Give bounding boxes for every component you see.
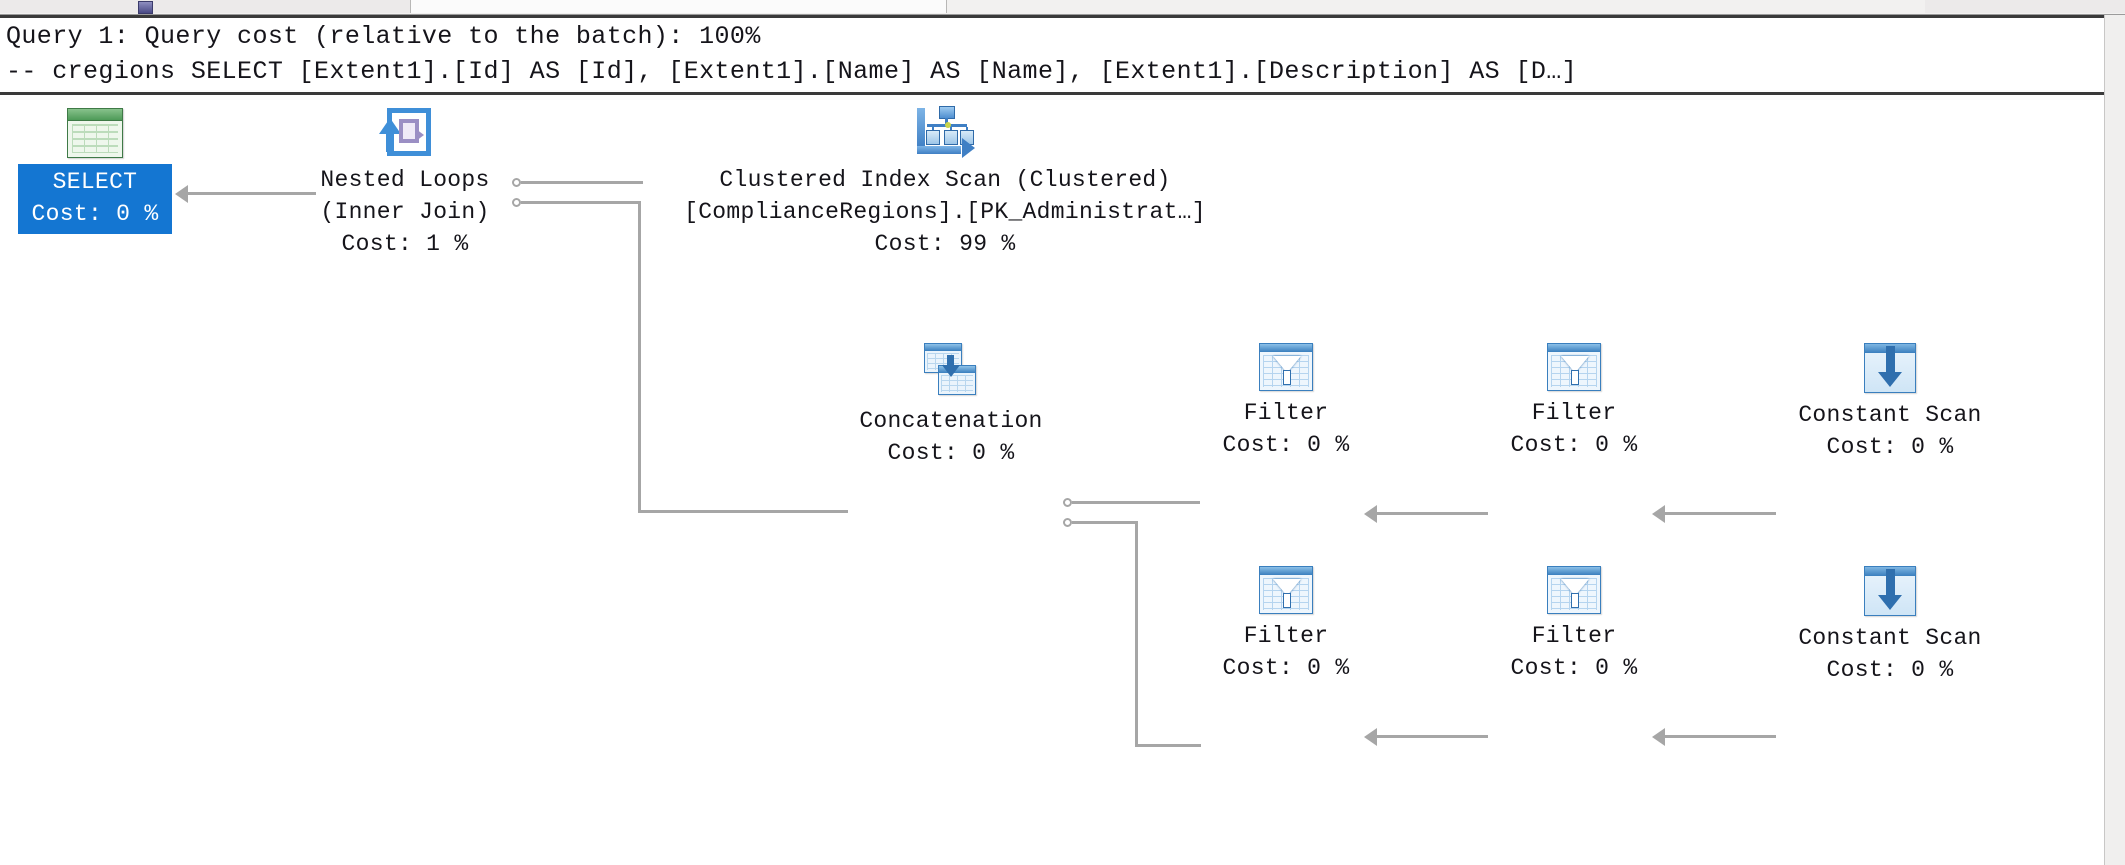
- connector-stub-concat-bottom: [1063, 518, 1072, 527]
- connector-stub-concat-top: [1063, 498, 1072, 507]
- concatenation-icon: [922, 343, 980, 399]
- plan-node-nested-loops-sublabel: (Inner Join): [320, 199, 490, 225]
- plan-canvas[interactable]: SELECT Cost: 0 % Nested Loops (Inner Joi…: [0, 98, 2125, 865]
- plan-node-filter-r1-a-cost: Cost: 0 %: [1222, 432, 1350, 458]
- edge-into-concatenation: [638, 510, 848, 513]
- plan-node-clustered-index-scan-label: Clustered Index Scan (Clustered): [719, 167, 1171, 193]
- edge-const-to-filterb-r2: [1663, 735, 1776, 738]
- arrow-filterb-r2: [1652, 728, 1665, 746]
- plan-node-filter-r1-b-cost: Cost: 0 %: [1510, 432, 1638, 458]
- arrow-filterb-r1: [1652, 505, 1665, 523]
- plan-node-nested-loops-label: Nested Loops: [320, 167, 490, 193]
- edge-into-filter-r2: [1135, 744, 1201, 747]
- nested-loops-icon: [379, 106, 431, 158]
- plan-node-select-label: SELECT: [52, 169, 138, 195]
- filter-icon: [1259, 343, 1313, 391]
- edge-concat-lower-h: [1072, 521, 1138, 524]
- plan-node-constant-scan-r1-label: Constant Scan: [1798, 402, 1982, 428]
- plan-node-constant-scan-r1[interactable]: Constant Scan Cost: 0 %: [1776, 343, 2004, 463]
- plan-node-filter-r1-b-label: Filter: [1531, 400, 1617, 426]
- plan-node-constant-scan-r2[interactable]: Constant Scan Cost: 0 %: [1776, 566, 2004, 686]
- result-set-icon: [67, 108, 123, 158]
- plan-node-filter-r2-a-label: Filter: [1243, 623, 1329, 649]
- tab-item-2[interactable]: [411, 0, 947, 13]
- edge-nestedloops-to-select: [186, 192, 316, 195]
- clustered-index-scan-icon: [915, 104, 975, 158]
- plan-node-concatenation[interactable]: Concatenation Cost: 0 %: [840, 343, 1062, 469]
- vertical-scrollbar[interactable]: [2104, 15, 2125, 865]
- constant-scan-icon: [1864, 566, 1916, 616]
- arrow-to-select: [175, 185, 188, 203]
- tab-item-3[interactable]: [1925, 0, 2125, 13]
- plan-node-filter-r2-a[interactable]: Filter Cost: 0 %: [1200, 566, 1372, 684]
- query-header: Query 1: Query cost (relative to the bat…: [0, 15, 2125, 95]
- plan-node-constant-scan-r2-cost: Cost: 0 %: [1826, 657, 1954, 683]
- edge-nl-lower-h: [521, 201, 641, 204]
- plan-node-filter-r1-a-label: Filter: [1243, 400, 1329, 426]
- edge-filterb-to-filtera-r1: [1375, 512, 1488, 515]
- edge-nestedloops-to-indexscan: [521, 181, 643, 184]
- arrow-filtera-r1: [1364, 505, 1377, 523]
- arrow-filtera-r2: [1364, 728, 1377, 746]
- connector-stub-nl-top: [512, 178, 521, 187]
- filter-icon: [1259, 566, 1313, 614]
- plan-node-nested-loops-cost: Cost: 1 %: [341, 231, 469, 257]
- query-sql-text-line: -- cregions SELECT [Extent1].[Id] AS [Id…: [6, 57, 1578, 86]
- filter-icon: [1547, 566, 1601, 614]
- plan-node-select[interactable]: SELECT Cost: 0 %: [10, 108, 180, 234]
- select-node-label-box[interactable]: SELECT Cost: 0 %: [17, 164, 173, 234]
- plan-node-select-cost: Cost: 0 %: [31, 201, 159, 227]
- plan-node-filter-r1-b[interactable]: Filter Cost: 0 %: [1488, 343, 1660, 461]
- tab-item-1[interactable]: [0, 0, 411, 13]
- plan-node-clustered-index-scan[interactable]: Clustered Index Scan (Clustered) [Compli…: [640, 104, 1250, 260]
- plan-node-filter-r2-b[interactable]: Filter Cost: 0 %: [1488, 566, 1660, 684]
- edge-const-to-filterb-r1: [1663, 512, 1776, 515]
- plan-node-filter-r2-b-cost: Cost: 0 %: [1510, 655, 1638, 681]
- constant-scan-icon: [1864, 343, 1916, 393]
- connector-stub-nl-bottom: [512, 198, 521, 207]
- filter-icon: [1547, 343, 1601, 391]
- edge-concat-to-filter-r1: [1072, 501, 1200, 504]
- plan-node-concatenation-cost: Cost: 0 %: [887, 440, 1015, 466]
- edge-concat-lower-v: [1135, 521, 1138, 747]
- document-tab-bar[interactable]: [0, 0, 2125, 15]
- edge-filterb-to-filtera-r2: [1375, 735, 1488, 738]
- plan-node-filter-r2-b-label: Filter: [1531, 623, 1617, 649]
- grid-icon: [138, 1, 153, 14]
- plan-node-constant-scan-r1-cost: Cost: 0 %: [1826, 434, 1954, 460]
- plan-node-constant-scan-r2-label: Constant Scan: [1798, 625, 1982, 651]
- plan-node-concatenation-label: Concatenation: [859, 408, 1043, 434]
- plan-node-nested-loops[interactable]: Nested Loops (Inner Join) Cost: 1 %: [280, 106, 530, 260]
- query-cost-line: Query 1: Query cost (relative to the bat…: [6, 22, 761, 51]
- plan-node-clustered-index-scan-cost: Cost: 99 %: [874, 231, 1016, 257]
- plan-node-filter-r2-a-cost: Cost: 0 %: [1222, 655, 1350, 681]
- edge-nl-lower-v: [638, 201, 641, 513]
- plan-node-clustered-index-scan-object: [ComplianceRegions].[PK_Administrat…]: [684, 199, 1206, 225]
- plan-node-filter-r1-a[interactable]: Filter Cost: 0 %: [1200, 343, 1372, 461]
